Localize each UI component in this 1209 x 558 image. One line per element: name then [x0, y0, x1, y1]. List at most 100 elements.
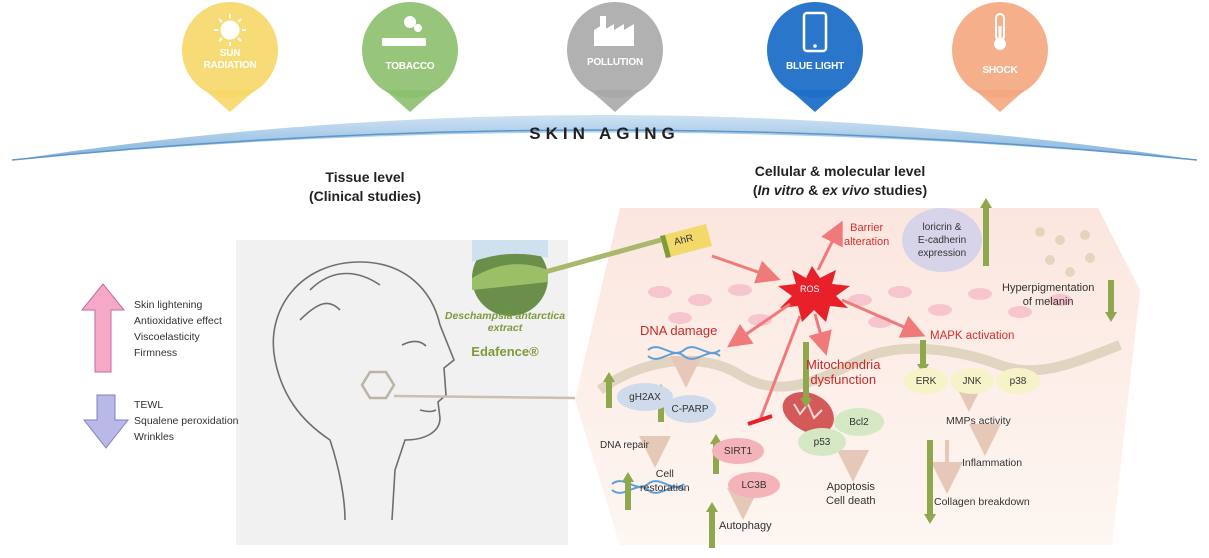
stressor-pin-blue-light: [767, 2, 863, 112]
sirt1-bubble: SIRT1: [712, 438, 764, 464]
increased-effects-list: Skin lightening Antioxidative effect Vis…: [134, 297, 222, 361]
inflammation-label: Inflammation: [962, 457, 1023, 469]
erk-bubble: ERK: [904, 368, 948, 394]
gh2ax-bubble: gH2AX: [617, 383, 673, 411]
hyperpigmentation-label: Hyperpigmentation of melanin: [1002, 281, 1094, 309]
down-arrow-collagen: [924, 440, 936, 524]
stressor-label-blue-light: BLUE LIGHT: [786, 61, 844, 72]
cellular-level-subtitle: (In vitro & ex vivo studies): [752, 182, 928, 198]
stressor-label-tobacco: TOBACCO: [385, 61, 435, 72]
sun-icon: [214, 14, 246, 46]
smartphone-icon: [802, 11, 828, 53]
effect-item: Firmness: [134, 347, 178, 359]
decreased-effects-list: TEWL Squalene peroxidation Wrinkles: [134, 397, 239, 445]
bcl2-bubble: Bcl2: [834, 408, 884, 436]
hyper-line1: Hyperpigmentation: [1002, 282, 1095, 294]
dna-repair-label: DNA repair: [600, 440, 649, 451]
decrease-arrow: [82, 394, 130, 449]
plant-ahr-connector: [544, 235, 669, 275]
collagen-breakdown-label: Collagen breakdown: [934, 496, 1030, 508]
stressor-pin-tobacco: [362, 2, 458, 112]
barrier-alteration-label: Barrier alteration: [844, 221, 889, 249]
tissue-level-title: Tissue level: [325, 169, 405, 185]
up-arrow-autophagy: [706, 502, 718, 548]
dna-helix-icon: [647, 346, 721, 360]
barrier-line2: alteration: [844, 236, 890, 248]
p38-bubble: p38: [996, 368, 1040, 394]
p53-bubble: p53: [798, 428, 846, 456]
plant-species: Deschampsia antarctica: [444, 310, 566, 322]
zoom-line: [393, 394, 576, 400]
loricrin-line1: loricrin &: [922, 221, 962, 233]
ros-burst: [778, 266, 850, 322]
ros-inhibition-bar: [747, 414, 773, 426]
barrier-line1: Barrier: [850, 222, 884, 234]
plant-extract: extract: [487, 322, 523, 334]
cascade-arrows: [639, 356, 1001, 520]
ampersand-text: &: [804, 182, 823, 198]
effect-item: Viscoelasticity: [134, 331, 200, 343]
mmps-activity-label: MMPs activity: [946, 415, 1011, 427]
skin-aging-title: SKIN AGING: [529, 124, 680, 143]
cell-line1: Cell: [655, 468, 674, 480]
jnk-bubble: JNK: [950, 368, 994, 394]
effect-item: TEWL: [134, 399, 164, 411]
mito-line2: dysfunction: [810, 372, 877, 387]
down-arrow-hyperpigmentation: [1105, 280, 1117, 322]
stressor-label-pollution: POLLUTION: [587, 57, 643, 68]
ros-label: ROS: [800, 284, 820, 294]
tissue-level-subtitle: (Clinical studies): [308, 188, 422, 204]
up-arrow-loricrin: [980, 198, 992, 266]
apoptosis-line1: Apoptosis: [826, 481, 875, 493]
stressor-pin-shock: [952, 2, 1048, 112]
effect-item: Wrinkles: [134, 431, 175, 443]
plant-name: Deschampsia antarctica extract: [440, 310, 570, 334]
autophagy-label: Autophagy: [719, 520, 772, 532]
skin-aging-arc: [12, 115, 1197, 160]
cparp-bubble: C-PARP: [664, 395, 716, 423]
stressor-pin-sun: [182, 2, 278, 112]
cellular-level-heading: Cellular & molecular level (In vitro & e…: [700, 162, 980, 200]
ex-vivo-text: ex vivo: [822, 182, 870, 198]
lc3b-bubble: LC3B: [728, 472, 780, 498]
ros-pathways: [711, 220, 926, 421]
cellular-level-title: Cellular & molecular level: [754, 163, 926, 179]
mito-line1: Mitochondria: [806, 357, 881, 372]
studies-text: studies): [869, 182, 928, 198]
factory-icon: [594, 16, 634, 46]
effect-item: Antioxidative effect: [134, 315, 222, 327]
down-arrow-mapk: [917, 340, 929, 374]
stressor-label-shock: SHOCK: [982, 65, 1018, 76]
loricrin-bubble: loricrin & E-cadherin expression: [902, 208, 982, 272]
effect-item: Skin lightening: [134, 299, 203, 311]
loricrin-line3: expression: [917, 247, 967, 259]
cell-restoration-label: Cell restoration: [640, 467, 690, 495]
thermometer-icon: [994, 13, 1006, 50]
mitochondria-dysfunction-label: Mitochondria dysfunction: [806, 357, 880, 387]
up-arrow-cell-restoration: [622, 472, 634, 510]
apoptosis-label: Apoptosis Cell death: [826, 480, 876, 508]
increase-arrow: [80, 283, 126, 373]
hyper-line2: of melanin: [1022, 296, 1074, 308]
cigarette-icon: [382, 16, 426, 46]
apoptosis-line2: Cell death: [826, 495, 876, 507]
mapk-activation-label: MAPK activation: [930, 330, 1015, 342]
brand-name: Edafence®: [471, 344, 539, 359]
skin-sample-hexagon: [360, 370, 396, 400]
effect-item: Squalene peroxidation: [134, 415, 239, 427]
down-arrow-mitochondria: [800, 342, 812, 408]
ahr-receptor: [660, 224, 712, 258]
face-outline: [272, 261, 455, 521]
skin-cells: [648, 284, 1072, 328]
tissue-level-heading: Tissue level (Clinical studies): [280, 168, 450, 206]
cell-line2: restoration: [640, 482, 690, 494]
dna-damage-label: DNA damage: [640, 323, 718, 338]
loricrin-line2: E-cadherin: [917, 234, 967, 246]
in-vitro-text: In vitro: [757, 182, 805, 198]
stressor-pin-pollution: [567, 2, 663, 112]
up-arrow-gh2ax: [603, 372, 615, 408]
pigment-dots: [1035, 227, 1095, 277]
